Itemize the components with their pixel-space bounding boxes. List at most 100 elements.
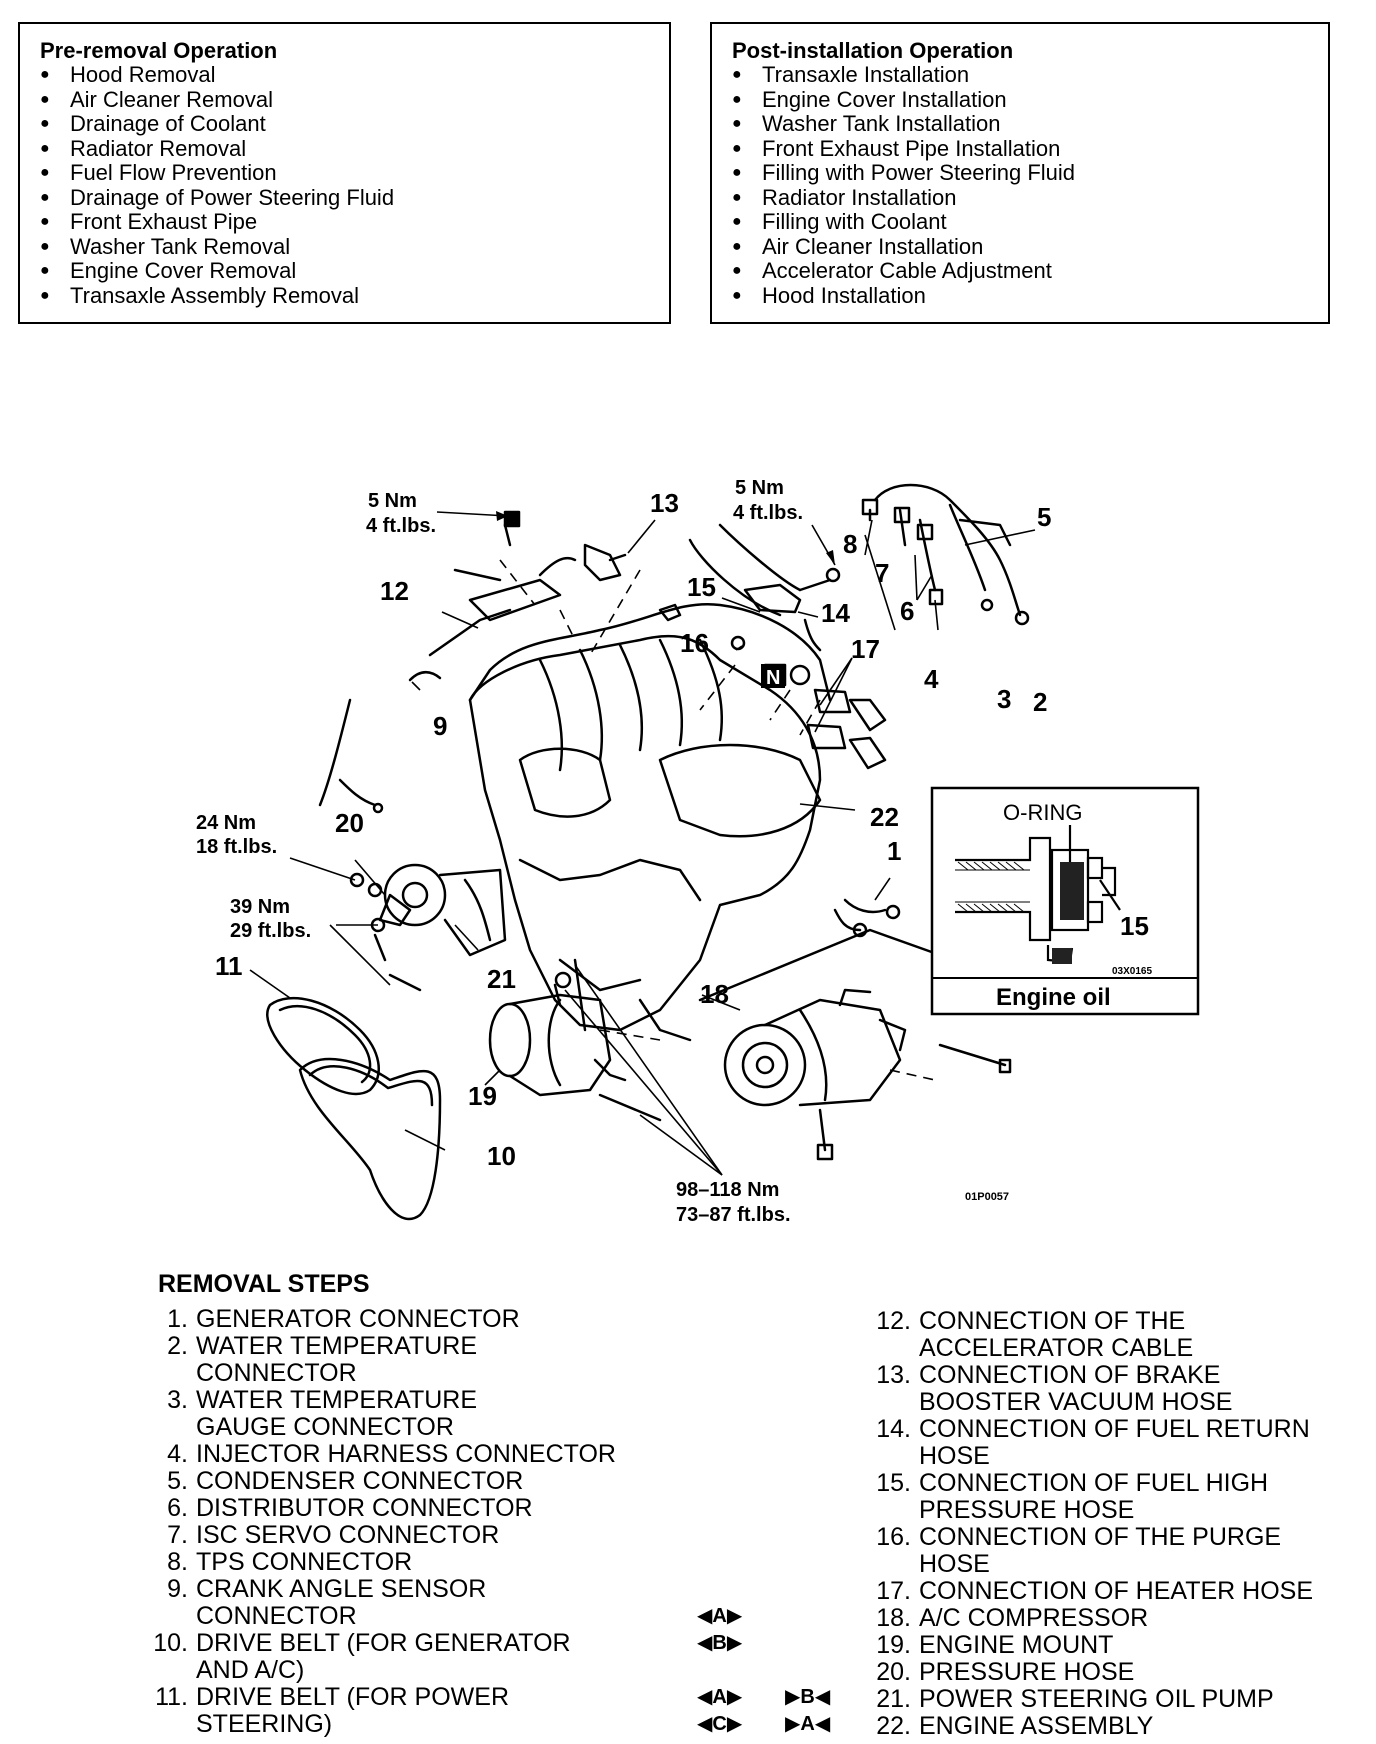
- list-item: 6.DISTRIBUTOR CONNECTOR: [167, 1494, 533, 1522]
- list-item: Hood Removal: [40, 62, 649, 88]
- torque-73-87ftlbs: 73–87 ft.lbs.: [676, 1204, 791, 1226]
- torque-39nm: 39 Nm: [230, 896, 290, 918]
- oring-inset: O-RING 15 03X0165 Engine oil: [930, 786, 1200, 1016]
- engine-exploded-diagram: 1 2 3 4 5 6 7 8 9 10 11 12 13 14 15 16 1…: [196, 477, 1200, 1226]
- n-marker: N: [766, 667, 780, 689]
- torque-5nm-b: 5 Nm: [735, 477, 784, 499]
- inset-code: 03X0165: [1112, 966, 1152, 977]
- list-item: 22.ENGINE ASSEMBLY: [876, 1712, 1154, 1740]
- list-item: Transaxle Installation: [732, 62, 1308, 88]
- list-item: Air Cleaner Removal: [40, 87, 649, 113]
- marker-a-step22: ▶A◀: [785, 1713, 831, 1735]
- list-item: Front Exhaust Pipe Installation: [732, 136, 1308, 162]
- wiring-harness: [873, 483, 1022, 617]
- inset-part-label: 15: [1120, 911, 1149, 941]
- part-label-18: 18: [700, 979, 729, 1009]
- marker-b-step21: ▶B◀: [785, 1686, 831, 1708]
- list-item: 19.ENGINE MOUNT: [876, 1631, 1114, 1659]
- list-item: 20.PRESSURE HOSE: [876, 1658, 1135, 1686]
- list-item: 17.CONNECTION OF HEATER HOSE: [876, 1577, 1314, 1605]
- list-item: Washer Tank Removal: [40, 234, 649, 260]
- list-item: Radiator Removal: [40, 136, 649, 162]
- marker-a-step21: ◀A▶: [697, 1686, 743, 1708]
- list-item: Radiator Installation: [732, 185, 1308, 211]
- list-item: 1.GENERATOR CONNECTOR: [167, 1305, 520, 1333]
- list-item: Drainage of Coolant: [40, 111, 649, 137]
- list-item: Accelerator Cable Adjustment: [732, 258, 1308, 284]
- removal-steps-title: REMOVAL STEPS: [158, 1270, 370, 1298]
- part-label-22: 22: [870, 802, 899, 832]
- figure-code: 01P0057: [965, 1191, 1009, 1203]
- list-item: Drainage of Power Steering Fluid: [40, 185, 649, 211]
- list-item: 5.CONDENSER CONNECTOR: [167, 1467, 524, 1495]
- part-label-12: 12: [380, 576, 409, 606]
- torque-98-118nm: 98–118 Nm: [676, 1179, 779, 1201]
- pre-removal-list: Hood Removal Air Cleaner Removal Drainag…: [40, 62, 649, 309]
- part-label-20: 20: [335, 808, 364, 838]
- list-item: Engine Cover Installation: [732, 87, 1308, 113]
- list-item: 21.POWER STEERING OIL PUMP: [876, 1685, 1274, 1713]
- list-item: Transaxle Assembly Removal: [40, 283, 649, 309]
- list-item: Air Cleaner Installation: [732, 234, 1308, 260]
- n-marker-box: [761, 664, 785, 688]
- part-label-16: 16: [680, 628, 709, 658]
- part-label-10: 10: [487, 1141, 516, 1171]
- torque-5nm-a: 5 Nm: [368, 490, 417, 512]
- list-item: 4.INJECTOR HARNESS CONNECTOR: [167, 1440, 616, 1468]
- post-installation-list: Transaxle Installation Engine Cover Inst…: [732, 62, 1308, 309]
- post-installation-box: Post-installation Operation Transaxle In…: [710, 22, 1330, 324]
- part-label-9: 9: [433, 711, 447, 741]
- part-label-21: 21: [487, 964, 516, 994]
- part-label-11: 11: [215, 951, 243, 981]
- part-label-3: 3: [997, 684, 1011, 714]
- part-label-8: 8: [843, 529, 857, 559]
- list-item: Hood Installation: [732, 283, 1308, 309]
- inset-caption: Engine oil: [996, 984, 1111, 1011]
- list-item: 18.A/C COMPRESSOR: [876, 1604, 1149, 1632]
- torque-29ftlbs: 29 ft.lbs.: [230, 920, 311, 942]
- part-label-19: 19: [468, 1081, 497, 1111]
- part-label-1: 1: [887, 836, 901, 866]
- list-item: Engine Cover Removal: [40, 258, 649, 284]
- drive-belt-10: [298, 1057, 442, 1221]
- list-item: 8.TPS CONNECTOR: [167, 1548, 413, 1576]
- list-item: Washer Tank Installation: [732, 111, 1308, 137]
- part-label-13: 13: [650, 488, 679, 518]
- list-item: 7.ISC SERVO CONNECTOR: [167, 1521, 500, 1549]
- marker-a-step18: ◀A▶: [697, 1605, 743, 1627]
- part-label-15: 15: [687, 572, 716, 602]
- part-label-17: 17: [851, 634, 880, 664]
- part-label-6: 6: [900, 596, 914, 626]
- torque-24nm: 24 Nm: [196, 812, 256, 834]
- torque-4ftlbs-a: 4 ft.lbs.: [366, 515, 436, 537]
- post-installation-title: Post-installation Operation: [732, 38, 1014, 63]
- part-label-14: 14: [821, 598, 850, 628]
- accelerator-cable: [428, 608, 512, 657]
- marker-b-step19: ◀B▶: [697, 1632, 743, 1654]
- part-label-7: 7: [875, 558, 889, 588]
- part-label-2: 2: [1033, 687, 1047, 717]
- list-item: Fuel Flow Prevention: [40, 160, 649, 186]
- list-item: Front Exhaust Pipe: [40, 209, 649, 235]
- drive-belt-11: [266, 996, 380, 1096]
- torque-18ftlbs: 18 ft.lbs.: [196, 836, 277, 858]
- torque-4ftlbs-b: 4 ft.lbs.: [733, 502, 803, 524]
- pre-removal-title: Pre-removal Operation: [40, 38, 278, 63]
- part-label-4: 4: [924, 664, 939, 694]
- part-label-5: 5: [1037, 502, 1051, 532]
- list-item: Filling with Coolant: [732, 209, 1308, 235]
- engine-block: [468, 634, 822, 1032]
- oring-label: O-RING: [1003, 800, 1082, 825]
- list-item: Filling with Power Steering Fluid: [732, 160, 1308, 186]
- pre-removal-box: Pre-removal Operation Hood Removal Air C…: [18, 22, 671, 324]
